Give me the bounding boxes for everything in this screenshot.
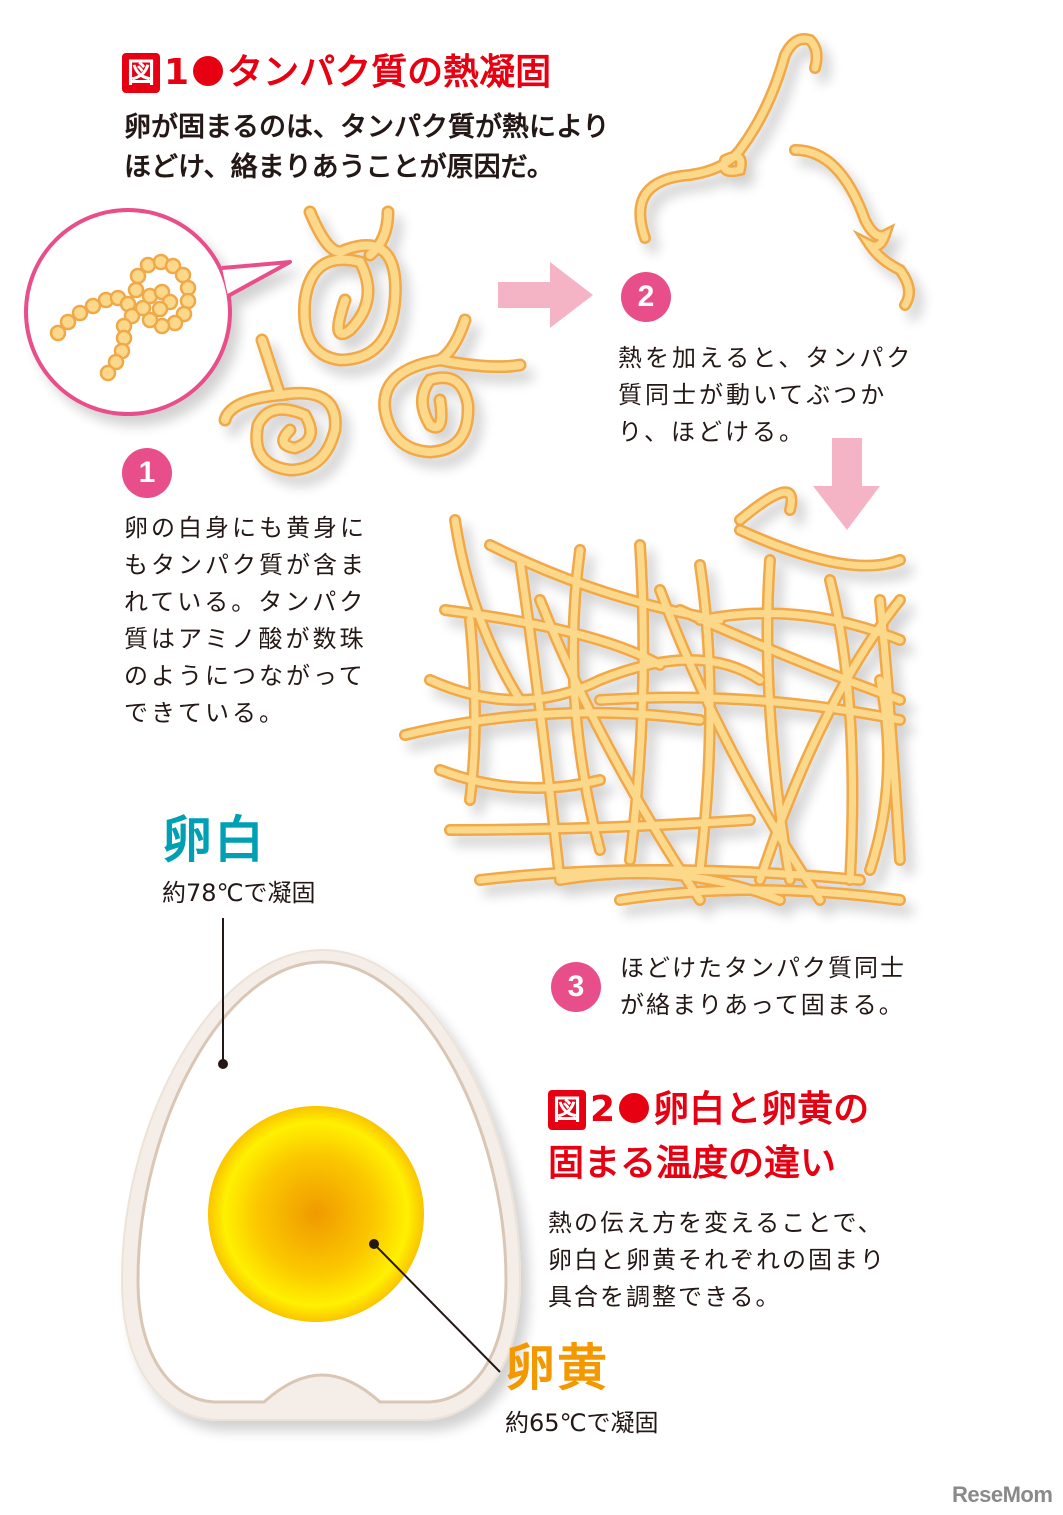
figure-badge: 図 — [548, 1090, 586, 1130]
egg-yolk-label: 卵黄 — [505, 1339, 609, 1397]
coiled-protein-icons — [218, 205, 527, 477]
figure-number: 2 — [590, 1089, 616, 1130]
leader-lines — [222, 918, 501, 1373]
egg-white-label: 卵白 — [162, 811, 266, 869]
figure2-title-line2: 固まる温度の違い — [548, 1143, 837, 1184]
unfolded-protein-icons — [634, 33, 915, 311]
step-3-badge: 3 — [551, 962, 601, 1012]
step-1-badge: 1 — [122, 448, 172, 498]
step-2-text: 熱を加えると、タンパク 質同士が動いてぶつか り、ほどける。 — [618, 344, 914, 446]
arrow-right-icon — [498, 262, 593, 328]
resemom-logo: ReseMom — [952, 1482, 1053, 1507]
coil-1 — [297, 205, 402, 367]
figure2-lead: 熱の伝え方を変えることで、 卵白と卵黄それぞれの固まり 具合を調整できる。 — [548, 1209, 886, 1311]
figure-number: 1 — [164, 52, 190, 93]
bullet-dot-icon — [619, 1093, 650, 1123]
egg-yolk — [208, 1106, 424, 1322]
egg-white-pointer-dot — [218, 1059, 228, 1069]
figure1-lead: 卵が固まるのは、タンパク質が熱により ほどけ、絡まりあうことが原因だ。 — [124, 112, 610, 183]
figure2-title-line1: 卵白と卵黄の — [653, 1089, 870, 1130]
step-2-badge: 2 — [621, 272, 671, 322]
egg-yolk-pointer-dot — [369, 1239, 379, 1249]
figure1-title-text: タンパク質の熱凝固 — [227, 52, 552, 93]
tangled-protein-mass-icon — [399, 486, 906, 906]
amino-acid-chain-icon — [49, 253, 197, 382]
bullet-dot-icon — [193, 56, 224, 86]
coil-3 — [378, 313, 527, 459]
figure-badge: 図 — [122, 53, 160, 93]
egg-white-temp: 約78℃で凝固 — [162, 879, 316, 907]
egg-yolk-temp: 約65℃で凝固 — [505, 1409, 659, 1437]
arrow-down-icon — [813, 438, 880, 530]
step-1-text: 卵の白身にも黄身に もタンパク質が含ま れている。タンパク 質はアミノ酸が数珠 … — [124, 514, 367, 727]
coil-2 — [218, 333, 342, 477]
step-3-text: ほどけたタンパク質同士 が絡まりあって固まる。 — [620, 954, 906, 1019]
